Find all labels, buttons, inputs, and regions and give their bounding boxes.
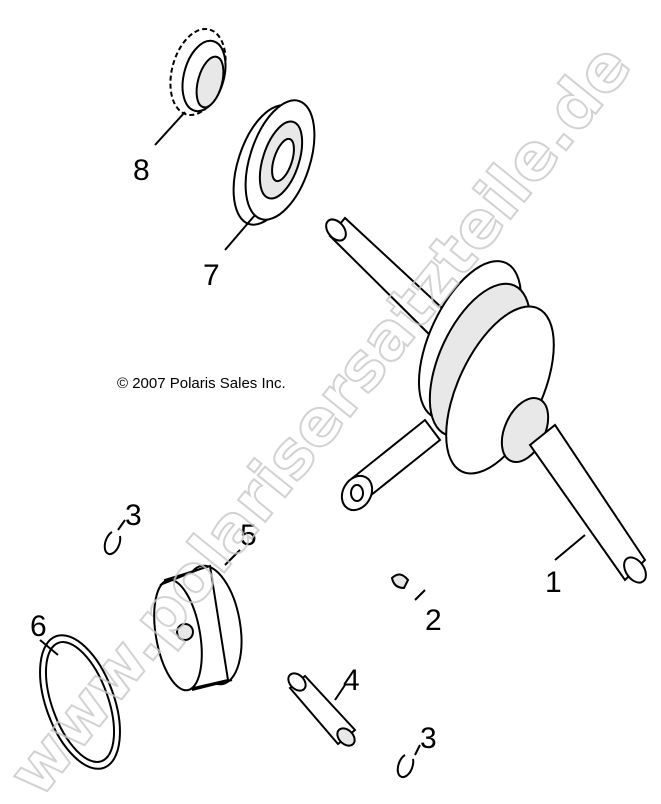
- callout-3: 3: [125, 499, 142, 532]
- circlip-part[interactable]: [103, 531, 122, 556]
- leader-lines: [39, 111, 586, 756]
- callout-7: 7: [203, 259, 220, 292]
- callout-5: 5: [240, 519, 257, 552]
- callout-2: 2: [425, 604, 442, 637]
- callout-6: 6: [30, 610, 47, 643]
- callout-3: 3: [420, 722, 437, 755]
- callout-8: 8: [133, 154, 150, 187]
- piston-ring-part[interactable]: [24, 625, 136, 780]
- callout-4: 4: [343, 664, 360, 697]
- crankshaft-part[interactable]: [322, 216, 650, 587]
- callout-1: 1: [545, 566, 562, 599]
- circlip-part[interactable]: [396, 754, 415, 779]
- piston-part[interactable]: [147, 561, 250, 694]
- bearing-part[interactable]: [220, 92, 327, 233]
- copyright-notice: © 2007 Polaris Sales Inc.: [117, 375, 286, 392]
- gear-part[interactable]: [161, 23, 234, 121]
- piston-pin-part[interactable]: [285, 670, 358, 749]
- key-part[interactable]: [390, 573, 410, 590]
